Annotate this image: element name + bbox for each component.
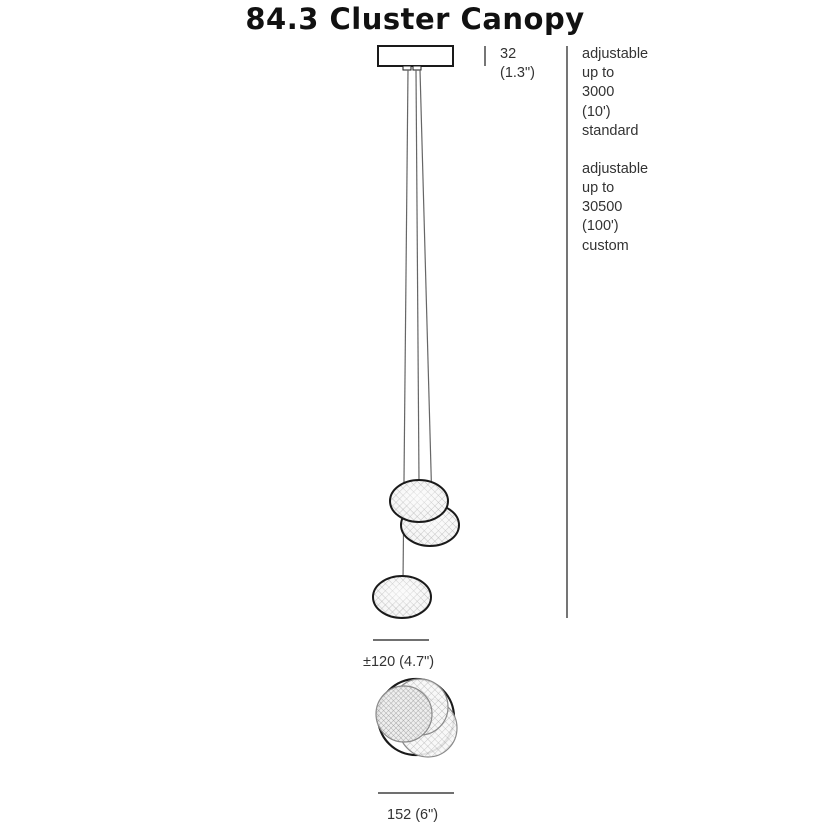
cable-standard-line-3: 3000	[582, 84, 615, 100]
canopy-height-imperial: (1.3")	[500, 65, 535, 81]
cable-custom-line-4: (100')	[582, 218, 619, 234]
canopy-height-value: 32	[500, 46, 517, 62]
shade-diameter-label: ±120 (4.7")	[363, 654, 435, 670]
cluster-diameter-label: 152 (6")	[387, 807, 439, 823]
cable-right	[419, 69, 433, 507]
pendant-shade-bottom	[372, 575, 432, 619]
cable-standard-line-2: up to	[582, 65, 615, 81]
cable-standard-line-4: (10')	[582, 104, 611, 120]
drawing-title: 84.3 Cluster Canopy	[245, 2, 585, 36]
cluster-plan-view	[375, 677, 458, 758]
cable-custom-line-3: 30500	[582, 199, 623, 215]
cable-middle	[415, 69, 420, 483]
pendant-shade-top	[389, 479, 449, 523]
cable-custom-line-1: adjustable	[582, 161, 649, 177]
cable-custom-line-2: up to	[582, 180, 615, 196]
cable-standard-line-1: adjustable	[582, 46, 649, 62]
cable-custom-line-5: custom	[582, 238, 629, 254]
canopy	[377, 45, 454, 71]
cable-standard-line-5: standard	[582, 123, 639, 139]
